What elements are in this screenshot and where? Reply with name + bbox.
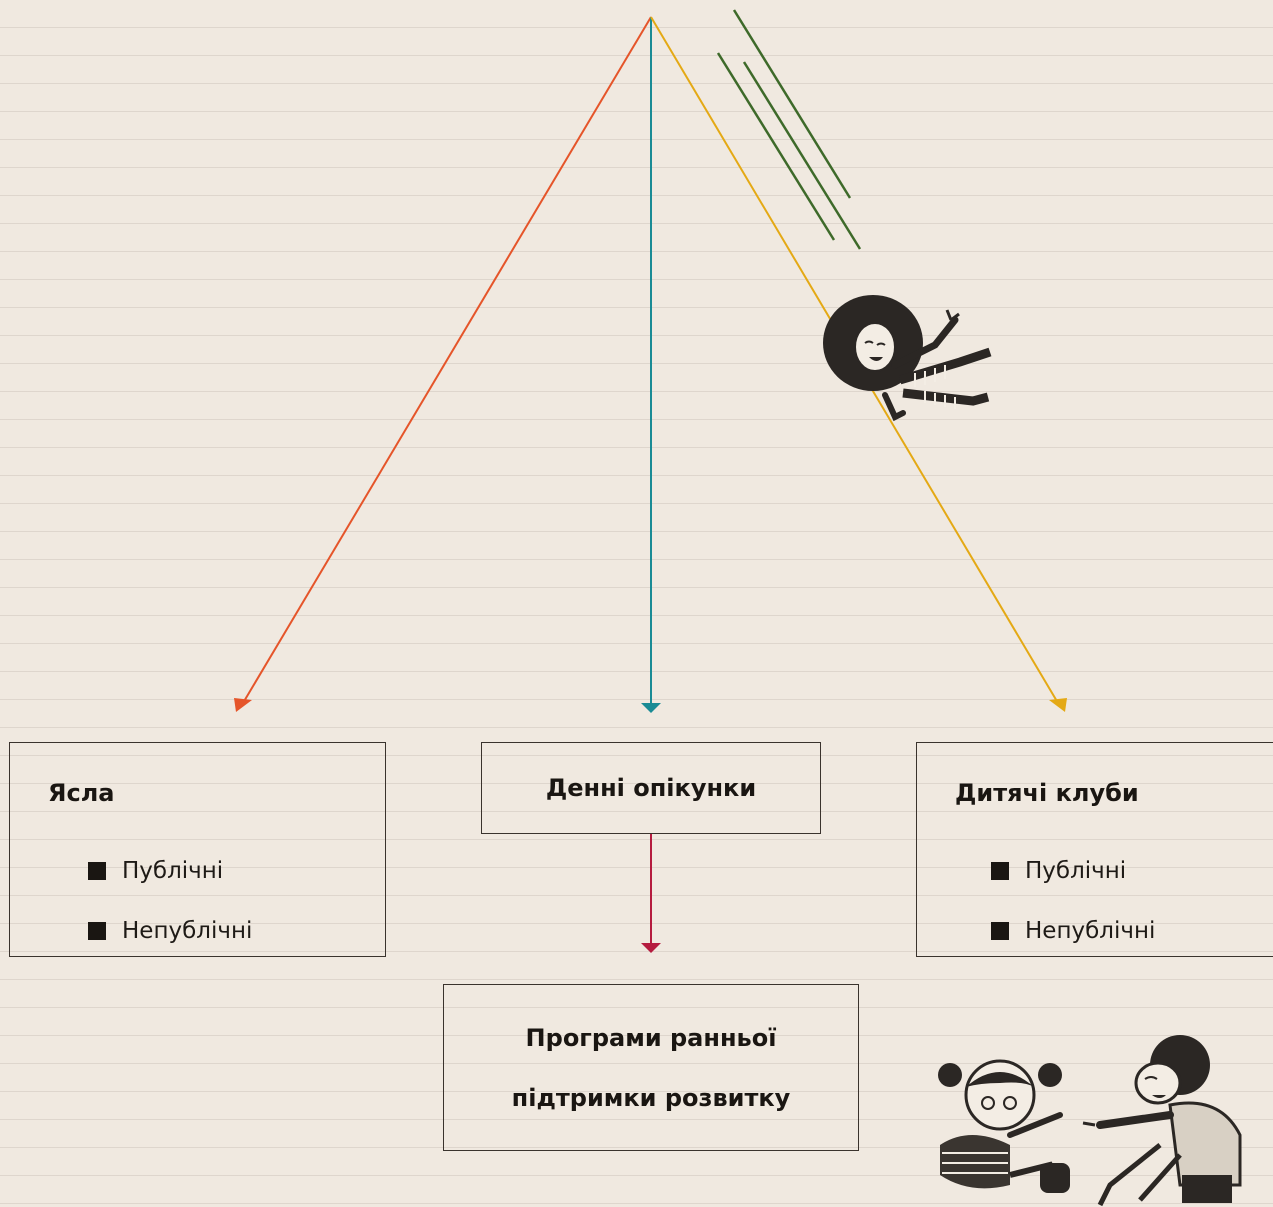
list-item: Непублічні [88, 901, 252, 961]
square-bullet-icon [88, 922, 106, 940]
node-yasla-title: Ясла [48, 779, 115, 807]
arrowhead-yasla [234, 698, 252, 712]
arrowhead-denni [641, 703, 661, 713]
list-item: Непублічні [991, 901, 1155, 961]
list-item: Публічні [88, 841, 252, 901]
node-yasla: Ясла Публічні Непублічні [9, 742, 386, 957]
arrowhead-programy [641, 943, 661, 953]
motion-lines [716, 9, 862, 250]
list-item-label: Непублічні [122, 918, 253, 944]
node-programy: Програми ранньої підтримки розвитку [443, 984, 859, 1151]
list-item: Публічні [991, 841, 1155, 901]
falling-person-illustration [823, 295, 992, 422]
node-denni-title: Денні опікунки [545, 774, 757, 802]
node-yasla-list: Публічні Непублічні [88, 841, 252, 961]
node-programy-title-line2: підтримки розвитку [511, 1083, 791, 1112]
square-bullet-icon [88, 862, 106, 880]
node-programy-title-line1: Програми ранньої [525, 1023, 777, 1052]
list-item-label: Публічні [1025, 858, 1127, 884]
arrow-to-yasla [242, 16, 652, 704]
sitting-children-illustration [938, 1035, 1242, 1207]
list-item-label: Непублічні [1025, 918, 1156, 944]
square-bullet-icon [991, 922, 1009, 940]
arrowhead-kluby [1049, 698, 1067, 712]
square-bullet-icon [991, 862, 1009, 880]
node-kluby-list: Публічні Непублічні [991, 841, 1155, 961]
list-item-label: Публічні [122, 858, 224, 884]
node-denni: Денні опікунки [481, 742, 821, 834]
node-kluby-title: Дитячі клуби [955, 779, 1139, 807]
node-kluby: Дитячі клуби Публічні Непублічні [916, 742, 1273, 957]
